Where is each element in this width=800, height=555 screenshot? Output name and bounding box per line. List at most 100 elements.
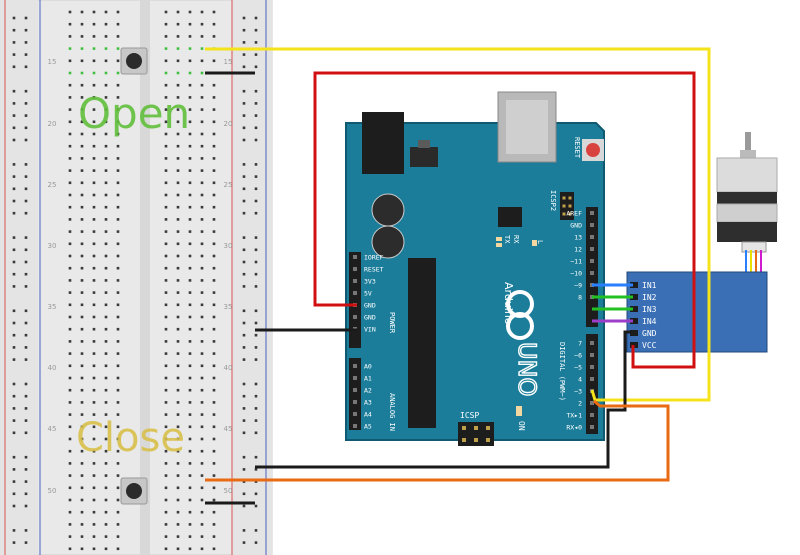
breadboard-hole bbox=[80, 10, 84, 14]
breadboard-hole bbox=[188, 291, 192, 294]
breadboard-hole bbox=[164, 449, 168, 453]
breadboard-hole bbox=[80, 96, 84, 99]
driver-pin-label: VCC bbox=[642, 341, 657, 350]
breadboard-hole bbox=[176, 22, 180, 26]
breadboard-hole bbox=[68, 157, 72, 160]
breadboard-hole bbox=[68, 144, 72, 148]
rail-hole bbox=[254, 102, 258, 105]
rail-hole bbox=[12, 394, 16, 398]
rail-hole bbox=[242, 468, 246, 471]
breadboard-hole bbox=[188, 254, 192, 258]
breadboard-hole bbox=[68, 35, 72, 38]
breadboard-hole bbox=[68, 291, 72, 294]
rail-hole bbox=[12, 102, 16, 105]
push-button-close[interactable] bbox=[120, 477, 148, 505]
rail-hole bbox=[254, 382, 258, 386]
breadboard-hole bbox=[92, 474, 96, 477]
power-pin-label: 3V3 bbox=[364, 278, 376, 286]
power-pin-label: VIN bbox=[364, 326, 376, 334]
breadboard-hole bbox=[176, 35, 180, 38]
digital-upper-pin bbox=[590, 235, 594, 239]
breadboard-hole bbox=[200, 132, 204, 136]
on-led bbox=[516, 406, 522, 416]
breadboard-hole bbox=[68, 230, 72, 233]
breadboard-hole bbox=[188, 425, 192, 429]
breadboard-hole bbox=[212, 108, 216, 111]
breadboard-hole bbox=[116, 144, 120, 148]
breadboard-hole bbox=[68, 10, 72, 14]
breadboard-hole bbox=[80, 462, 84, 465]
power-pin bbox=[353, 255, 357, 259]
breadboard-hole bbox=[68, 327, 72, 331]
rail-hole bbox=[242, 285, 246, 288]
breadboard-hole bbox=[188, 486, 192, 490]
breadboard-hole bbox=[164, 218, 168, 221]
breadboard-hole bbox=[68, 474, 72, 477]
breadboard-hole bbox=[116, 388, 120, 392]
breadboard-hole bbox=[188, 96, 192, 99]
breadboard-hole bbox=[68, 83, 72, 87]
row-number-left: 40 bbox=[48, 364, 57, 372]
rail-hole bbox=[242, 419, 246, 422]
breadboard-hole bbox=[176, 132, 180, 136]
rail-hole bbox=[12, 65, 16, 69]
breadboard-hole bbox=[80, 181, 84, 185]
breadboard-hole bbox=[164, 59, 168, 63]
breadboard-hole bbox=[80, 388, 84, 392]
breadboard-hole bbox=[116, 120, 120, 124]
power-pin bbox=[353, 315, 357, 319]
breadboard-hole bbox=[116, 364, 120, 368]
rail-hole bbox=[24, 102, 28, 105]
rail-hole bbox=[242, 431, 246, 435]
rail-hole bbox=[24, 175, 28, 178]
digital-lower-pin bbox=[590, 401, 594, 405]
breadboard-hole bbox=[116, 315, 120, 319]
breadboard-hole bbox=[200, 340, 204, 343]
breadboard-hole bbox=[164, 303, 168, 307]
breadboard-hole bbox=[200, 193, 204, 197]
rail-hole bbox=[24, 321, 28, 325]
breadboard-hole bbox=[104, 242, 108, 246]
breadboard-hole bbox=[212, 303, 216, 307]
rail-hole bbox=[242, 211, 246, 215]
driver-pin-label: GND bbox=[642, 329, 657, 338]
breadboard-hole bbox=[116, 193, 120, 197]
breadboard-hole bbox=[116, 449, 120, 453]
rail-hole bbox=[24, 333, 28, 337]
rail-hole bbox=[12, 199, 16, 203]
breadboard-hole bbox=[188, 279, 192, 282]
breadboard-hole bbox=[212, 132, 216, 136]
breadboard-hole bbox=[212, 181, 216, 185]
arduino-brand-text: Arduino bbox=[502, 282, 515, 325]
driver-pin-label: IN3 bbox=[642, 305, 657, 314]
power-pin-label: IOREF bbox=[364, 254, 384, 262]
breadboard-hole bbox=[68, 462, 72, 465]
push-button-open[interactable] bbox=[120, 47, 148, 75]
breadboard-hole bbox=[200, 510, 204, 514]
rail-hole bbox=[24, 89, 28, 93]
breadboard-hole bbox=[188, 193, 192, 197]
breadboard-hole bbox=[176, 157, 180, 160]
rail-hole bbox=[24, 468, 28, 471]
breadboard-hole bbox=[68, 181, 72, 185]
breadboard-hole bbox=[176, 462, 180, 465]
driver-pin bbox=[630, 306, 638, 312]
breadboard-hole bbox=[116, 71, 120, 75]
rail-hole bbox=[254, 419, 258, 422]
rail-hole bbox=[254, 394, 258, 398]
breadboard-hole bbox=[164, 315, 168, 319]
digital-lower-pin bbox=[590, 377, 594, 381]
breadboard-hole bbox=[80, 205, 84, 209]
breadboard-hole bbox=[176, 315, 180, 319]
rail-hole bbox=[24, 53, 28, 56]
rail-hole bbox=[242, 248, 246, 252]
rail-hole bbox=[24, 260, 28, 264]
row-number-right: 50 bbox=[224, 487, 233, 495]
power-pin-label: GND bbox=[364, 314, 376, 322]
icsp-label: ICSP bbox=[460, 411, 479, 420]
breadboard-hole bbox=[212, 279, 216, 282]
row-number-left: 35 bbox=[48, 303, 57, 311]
